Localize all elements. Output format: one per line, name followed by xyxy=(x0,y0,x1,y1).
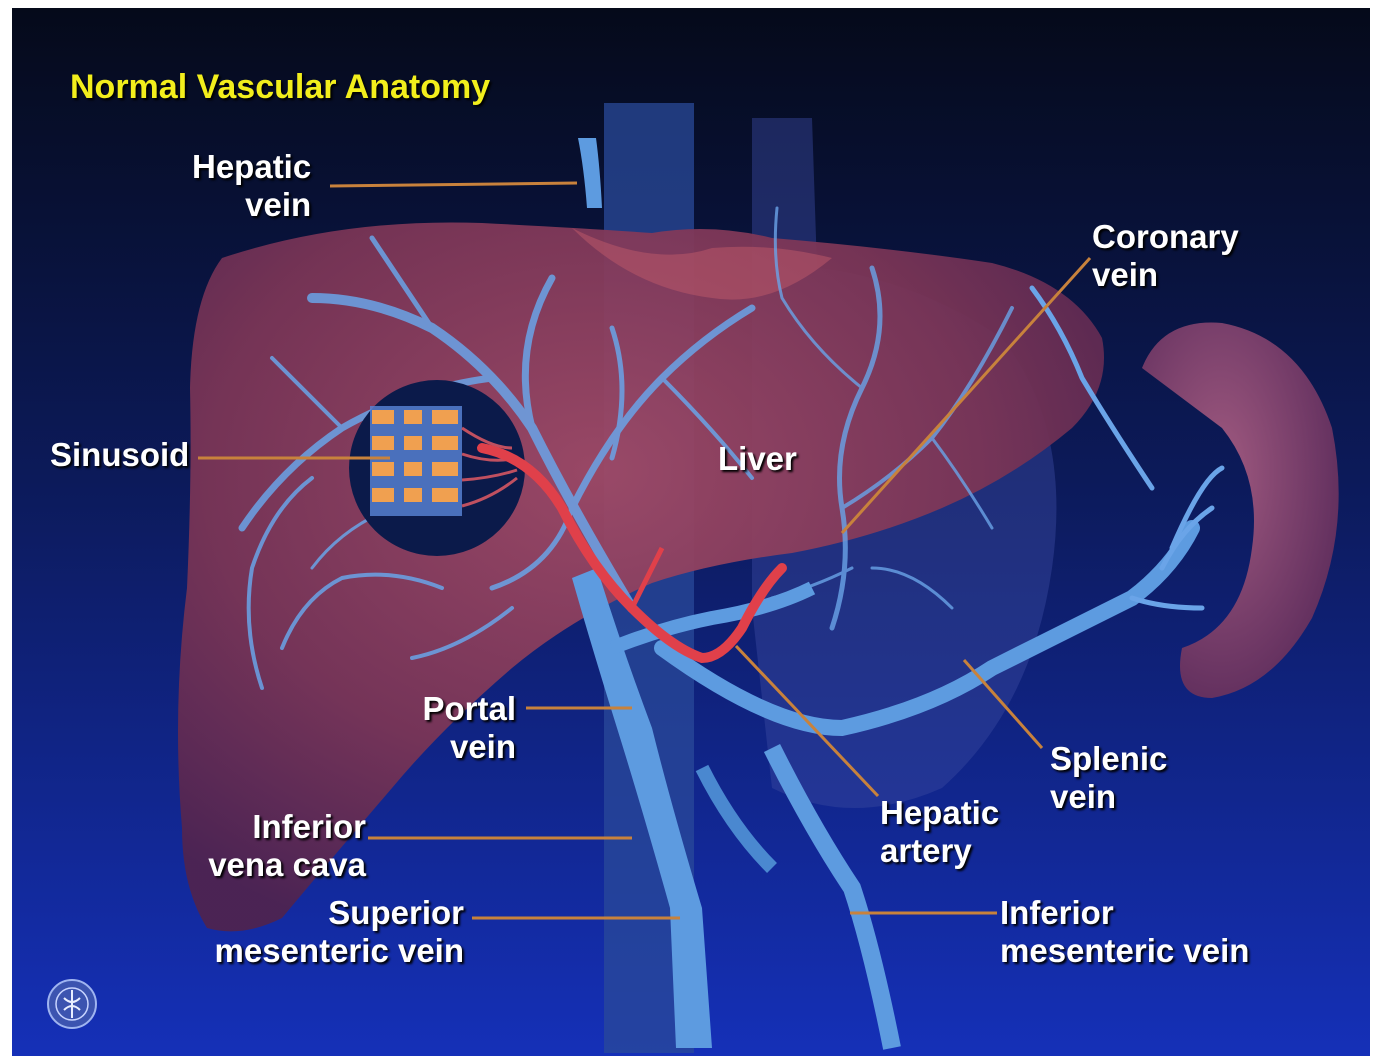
label-hepatic-vein: Hepatic vein xyxy=(192,148,311,224)
label-hepatic-artery: Hepatic artery xyxy=(880,794,999,870)
label-splenic-vein: Splenic vein xyxy=(1050,740,1167,816)
label-sinusoid: Sinusoid xyxy=(50,436,189,474)
medical-seal-icon xyxy=(46,978,98,1030)
diagram-canvas: Normal Vascular Anatomy Hepatic vein Cor… xyxy=(12,8,1370,1056)
label-portal-vein: Portal vein xyxy=(410,690,516,766)
label-inferior-vena-cava: Inferior vena cava xyxy=(206,808,366,884)
label-inferior-mesenteric-vein: Inferior mesenteric vein xyxy=(1000,894,1249,970)
label-coronary-vein: Coronary vein xyxy=(1092,218,1239,294)
label-liver: Liver xyxy=(718,440,797,478)
label-superior-mesenteric-vein: Superior mesenteric vein xyxy=(212,894,464,970)
diagram-title: Normal Vascular Anatomy xyxy=(70,68,490,107)
